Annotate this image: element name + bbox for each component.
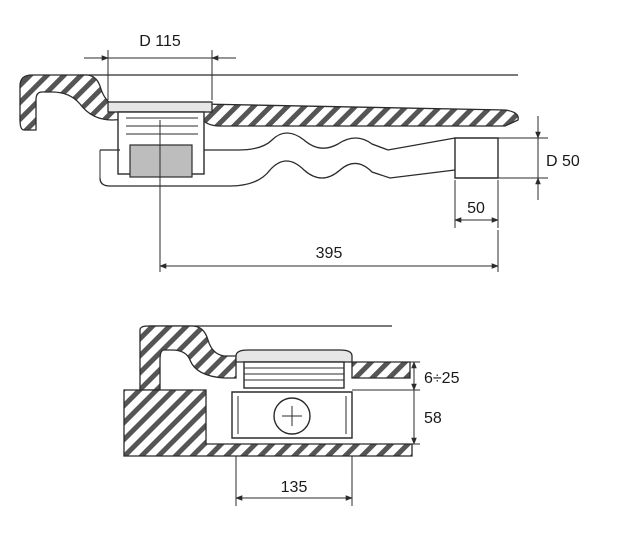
- outlet-pipe-upper: [100, 132, 456, 151]
- outlet-pipe-lower: [99, 160, 456, 187]
- tray-section-right: [351, 361, 411, 379]
- dim-outlet-diameter-label: D 50: [546, 153, 580, 170]
- dim-width-label: 135: [281, 479, 308, 496]
- dim-outlet-length-label: 50: [467, 200, 485, 217]
- dim-height-label: 58: [424, 410, 442, 427]
- drain-threads: [243, 361, 345, 389]
- tray-section-profile: [139, 325, 237, 391]
- shower-tray-profile: [19, 74, 519, 131]
- dim-total-length-label: 395: [316, 245, 343, 262]
- top-view: D 115 D 50 50 395: [19, 33, 580, 272]
- drain-trap: [129, 144, 193, 178]
- dim-drain-diameter-label: D 115: [139, 33, 181, 50]
- dim-height-range-label: 6÷25: [424, 370, 460, 387]
- bottom-view: 6÷25 58 135: [123, 325, 460, 506]
- outlet-tube: [454, 137, 499, 179]
- drain-grate: [235, 349, 353, 363]
- drain-flange: [107, 101, 213, 113]
